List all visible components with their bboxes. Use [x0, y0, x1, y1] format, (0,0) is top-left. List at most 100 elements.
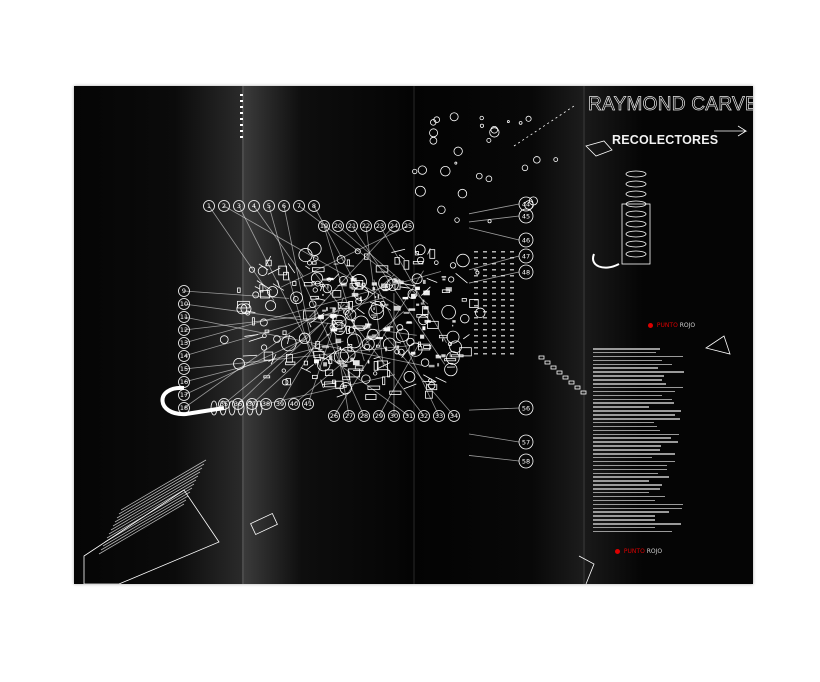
gear-part [307, 241, 322, 256]
part-block [427, 320, 439, 329]
publisher-mark-top: PUNTO ROJO [648, 322, 695, 329]
callout-number: 39 [276, 400, 284, 408]
text-line [593, 484, 663, 486]
part-block [332, 290, 342, 298]
text-line [593, 418, 680, 420]
parts-list-mark [483, 341, 487, 343]
callout-leader [183, 303, 417, 336]
text-line [593, 468, 668, 471]
gear-part [236, 303, 248, 315]
scattered-part [417, 165, 427, 175]
callout-leader [280, 225, 409, 288]
callout-leader [238, 205, 322, 370]
text-line [593, 523, 681, 525]
parts-list-mark [510, 305, 514, 307]
callout-bubble [178, 298, 190, 310]
dense-part [314, 359, 319, 364]
callout-number: 32 [420, 412, 428, 420]
part-block [444, 358, 457, 362]
text-line [593, 507, 682, 510]
gear-part [336, 255, 346, 264]
part-block [347, 368, 360, 378]
callout-number: 34 [450, 412, 458, 420]
leader-line [351, 310, 354, 313]
dense-part [325, 307, 328, 311]
parts-list-mark [492, 317, 496, 319]
dense-part [422, 326, 426, 331]
spring-coil [237, 400, 245, 416]
dense-part [411, 293, 416, 299]
gear-part [281, 368, 286, 373]
callout-leader [183, 337, 308, 396]
parts-list-mark [483, 311, 487, 313]
dense-part [371, 314, 378, 316]
dense-part [322, 278, 329, 281]
dense-part [402, 296, 409, 300]
parts-list-mark [501, 257, 505, 259]
dense-part [371, 282, 377, 286]
scattered-part [533, 156, 541, 164]
callout-bubble [318, 220, 330, 232]
scattered-part [553, 157, 559, 162]
gear-part [351, 274, 367, 290]
gear-part [449, 340, 462, 354]
callout-bubble [178, 363, 190, 375]
sheet-text-line [120, 459, 207, 511]
dense-part [442, 278, 446, 281]
gear-part [240, 303, 252, 315]
parts-list-mark [501, 287, 505, 289]
dense-part [422, 279, 426, 284]
callout-leader [313, 205, 358, 287]
callout-leader [378, 343, 420, 417]
parts-list-mark [492, 329, 496, 331]
dense-part [318, 348, 323, 351]
scattered-part [479, 115, 484, 121]
callout-bubble [203, 200, 215, 212]
gear-part [353, 315, 369, 331]
gear-part [314, 280, 321, 287]
parts-list-mark [474, 335, 478, 337]
callout-leader [183, 316, 301, 331]
dense-part [373, 307, 375, 311]
dense-part [406, 321, 412, 324]
leader-line [403, 383, 417, 390]
text-line [593, 515, 655, 517]
text-line [593, 398, 672, 401]
callout-number: 18 [180, 404, 188, 412]
dense-part [355, 281, 361, 286]
parts-list-mark [501, 269, 505, 271]
tick-mark [240, 118, 243, 120]
gear-part [444, 362, 458, 377]
red-dot-icon [615, 549, 620, 554]
parts-list-mark [483, 329, 487, 331]
text-line [593, 359, 663, 362]
parts-list-mark [501, 305, 505, 307]
part-block [251, 317, 255, 326]
part-block [364, 253, 369, 260]
callout-number: 29 [375, 412, 383, 420]
parts-list-mark [474, 269, 478, 271]
assembly-ring [625, 180, 647, 188]
callout-number: 6 [282, 202, 286, 210]
callout-bubble [402, 220, 414, 232]
dense-part [322, 294, 324, 296]
leader-line [265, 255, 272, 267]
scattered-part [457, 188, 468, 199]
parts-list-mark [474, 323, 478, 325]
tick-mark [240, 124, 243, 126]
gear-part [260, 344, 268, 351]
parts-list-mark [492, 341, 496, 343]
dense-part [359, 296, 362, 302]
callout-number: 40 [290, 400, 298, 408]
parts-list-mark [474, 281, 478, 283]
dense-part [365, 323, 371, 328]
dense-part [420, 334, 425, 339]
callout-bubble [293, 200, 305, 212]
callout-leader [312, 269, 425, 417]
parts-list-mark [501, 353, 505, 355]
sheet-text-line [116, 467, 203, 519]
parts-list-mark [492, 269, 496, 271]
gear-part [368, 304, 385, 321]
